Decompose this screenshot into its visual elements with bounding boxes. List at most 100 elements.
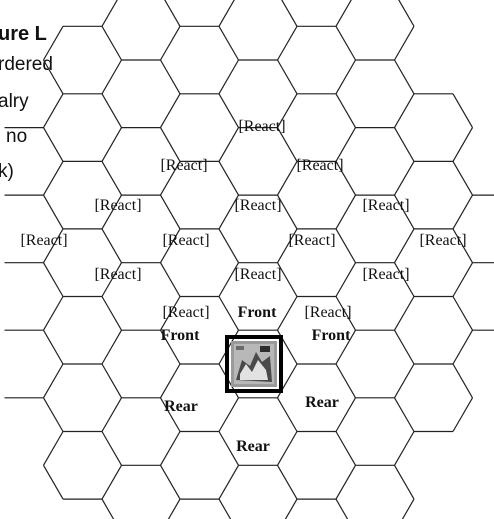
hex-edge [335,194,357,230]
hex-edge [276,194,298,230]
hex-edge [335,498,349,519]
hex-edge [393,465,415,500]
hex-edge [218,397,240,432]
react-label: [React] [362,266,409,283]
hex-edge [159,363,181,399]
hex-edge [452,161,474,196]
hex-edge [218,93,240,128]
hex-edge [452,296,474,331]
hex-edge [335,161,357,196]
hex-edge [42,397,64,432]
hex-edge [452,228,474,263]
hex-edge [159,93,181,128]
hex-edge [218,127,240,162]
hex-edge [42,431,64,466]
react-label: [React] [162,304,209,321]
hex-edge [276,127,298,162]
hex-edge [452,194,474,230]
rear-label: Rear [305,394,339,411]
hex-edge [42,25,64,61]
hex-edge [218,262,240,297]
hex-edge [42,194,64,230]
hex-edge [101,93,123,128]
hex-edge [393,25,415,61]
hex-edge [276,397,298,432]
hex-edge [452,363,474,399]
hex-edge [159,161,181,196]
hex-edge [218,194,240,230]
hex-edge [159,127,181,162]
hex-edge [276,228,298,263]
hex-edge [452,329,474,365]
hex-edge [335,397,357,432]
hex-edge [101,127,123,162]
hex-edge [42,161,64,196]
hex-edge [164,0,181,27]
hex-edge [335,93,357,128]
hex-edge [159,25,181,61]
hex-edge [101,228,123,263]
hex-edge [159,296,181,331]
hex-edge [401,498,415,519]
unit-counter-border [225,335,283,393]
hex-edge [335,262,357,297]
react-label: [React] [234,197,281,214]
hex-edge [335,329,357,365]
react-label: [React] [94,266,141,283]
hex-edge [218,228,240,263]
hex-edge [393,93,415,128]
hex-edge [335,465,357,500]
react-label: [React] [234,266,281,283]
hex-grid-lines [4,0,494,519]
hex-edge [335,296,357,331]
hex-edge [393,127,415,162]
cavalry-unit-icon [234,344,274,384]
hex-edge [335,59,357,95]
hex-edge [42,363,64,399]
hex-edge [284,498,298,519]
rear-label: Rear [164,398,198,415]
hex-edge [218,431,240,466]
react-label: [React] [296,157,343,174]
hex-edge [276,465,298,500]
hex-edge [101,25,123,61]
hex-edge [393,59,415,95]
hex-edge [452,262,474,297]
hex-edge [393,329,415,365]
hex-edge [42,228,64,263]
react-label: [React] [288,232,335,249]
hex-edge [42,262,64,297]
hex-edge [335,25,357,61]
hex-edge [393,296,415,331]
hex-edge [167,498,181,519]
hex-edge [101,262,123,297]
hex-edge [276,93,298,128]
caption-line-4: k) [0,161,14,182]
hex-edge [393,194,415,230]
hex-edge [42,127,64,162]
hex-edge [452,127,474,162]
hex-edge [159,329,181,365]
rear-label: Rear [236,438,270,455]
hex-edge [159,194,181,230]
hex-edge [159,397,181,432]
front-label: Front [238,304,277,321]
hex-edge [393,161,415,196]
front-label: Front [312,327,351,344]
hex-edge [159,262,181,297]
hex-edge [159,59,181,95]
hex-edge [393,431,415,466]
caption-line-2: alry [0,91,29,112]
hex-edge [101,0,118,27]
hex-edge [101,296,123,331]
hex-edge [101,329,123,365]
hex-edge [218,161,240,196]
hex-edge [393,228,415,263]
hex-edge [452,93,474,128]
caption-title: ure L [0,23,47,45]
hex-edge [393,262,415,297]
hex-edge [101,363,123,399]
caption-line-3: no [6,126,28,147]
